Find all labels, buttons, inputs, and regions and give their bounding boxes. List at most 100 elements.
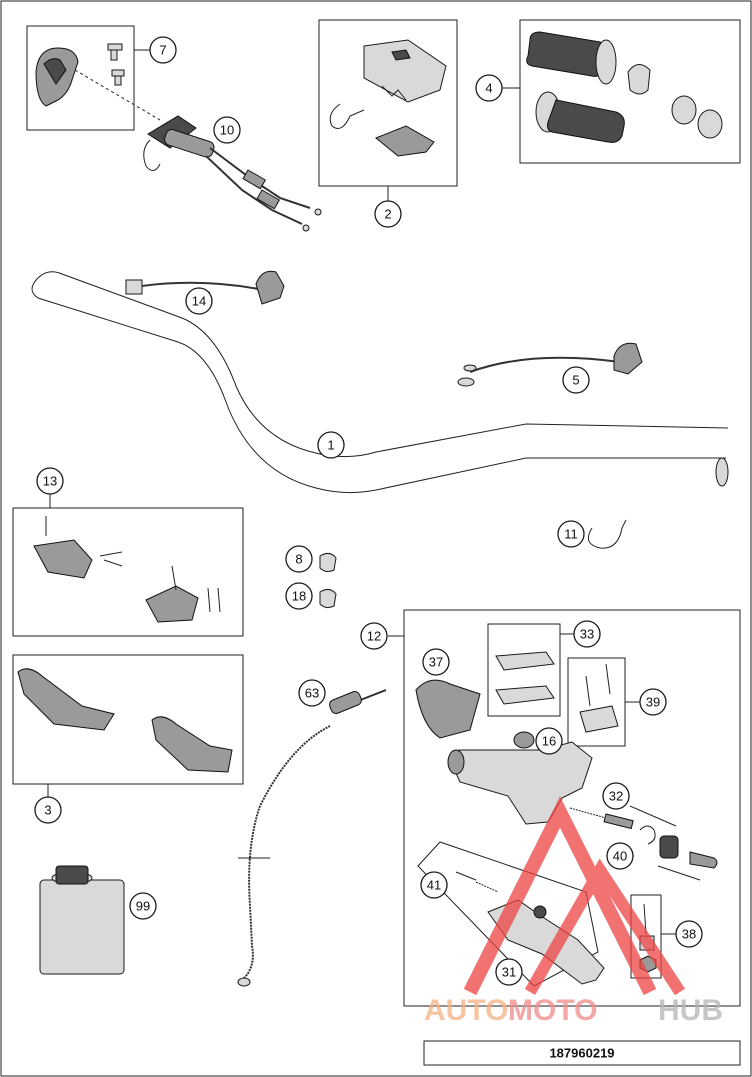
map-switch-wire [469,356,621,373]
callout-14: 14 [185,287,213,315]
handguards-box [12,654,244,785]
kill-switch-body [255,270,285,305]
clip-18-part [319,588,337,609]
callout-2: 2 [374,200,402,228]
diagram-id: 187960219 [549,1046,614,1061]
callout-63: 63 [298,679,326,707]
watermark-word-b: MOTO [508,994,597,1027]
left-grip [526,31,609,77]
throttle-cam [627,64,651,95]
handguard-right [151,716,233,773]
cable-adjuster-b [256,189,281,210]
callout-13: 13 [36,467,64,495]
boot-40 [659,835,679,859]
callout-39-label: 39 [646,695,660,710]
callout-5-label: 5 [572,373,579,388]
pushrod-40 [689,851,718,869]
callout-16: 16 [535,727,563,755]
callout-16-label: 16 [542,734,556,749]
callout-31: 31 [495,958,523,986]
spring-41 [475,881,499,893]
lever-adjuster [533,905,547,919]
spring-32 [569,807,607,819]
clamps-box [12,507,244,637]
clamp-bolts-box [567,657,626,747]
clamps-group [12,493,244,637]
throttle-housing-box [26,25,135,131]
callout-2-label: 2 [384,207,391,222]
clamp-pins [99,551,123,567]
clamp-bolt-39b [605,663,611,695]
callout-11-label: 11 [564,527,578,542]
cable-tie-part [329,103,365,129]
callout-99-label: 99 [136,899,150,914]
throttle-assembly [143,115,322,232]
callout-11: 11 [557,520,585,548]
throttle-housing-group [26,25,161,131]
grip-ring-a [671,95,697,125]
callout-1-label: 1 [327,438,334,453]
clip-8-part [319,552,337,573]
leader-line-40 [657,865,701,881]
handlebar-end [715,457,729,487]
watermark-triangle-inner [524,858,686,996]
clamp-right-part [145,585,199,623]
grip-ring-b [697,109,723,139]
cap-16-part [513,731,535,749]
brake-assembly-box [403,609,741,1007]
callout-32: 32 [602,782,630,810]
callout-33-label: 33 [580,627,594,642]
screw-shank-2 [114,75,122,86]
watermark-word-a: AUTO [424,994,508,1027]
callout-18-label: 18 [292,589,306,604]
reservoir-cap-part [495,651,555,671]
throttle-strap [143,139,161,171]
callout-41: 41 [420,871,448,899]
clutch-cable-adjuster [329,691,362,714]
callout-38: 38 [675,920,703,948]
callout-8-label: 8 [295,552,302,567]
clamp-bolt-b [171,565,177,591]
bottle-body [39,879,125,975]
diagram-id-box [423,1040,741,1066]
clutch-cable-group [237,689,387,987]
callout-7: 7 [149,36,177,64]
callout-18: 18 [285,582,313,610]
watermark-word-c: HUB [658,994,723,1027]
circlip-40 [639,825,656,845]
grips-box [519,19,741,164]
lever-guard-part [415,679,481,739]
handlebar-group [31,271,729,494]
kill-switch-group [125,270,285,305]
callout-4: 4 [475,74,503,102]
watermark: AUTO MOTO HUB [424,796,723,1027]
cover-clip [381,85,407,101]
screw-shank [110,49,118,61]
reservoir-cap-box [487,623,561,717]
cable-end-b [302,224,310,232]
handguards-group [12,654,244,798]
callout-3-label: 3 [44,803,51,818]
callout-99: 99 [129,892,157,920]
kill-switch-wire [141,281,265,291]
small-clips-group [319,552,337,609]
clutch-cable-sheath [241,725,331,981]
throttle-cable-b [205,155,303,225]
callout-10: 10 [213,116,241,144]
cover-bracket [375,125,435,157]
callout-14-label: 14 [192,294,206,309]
wire-terminal-a [457,377,475,387]
callout-7-label: 7 [159,43,166,58]
brake-fluid-bottle [39,865,125,975]
throttle-housing-detail [43,58,67,85]
assembly-dash-line [74,69,161,121]
piston-32 [603,813,634,830]
callout-40: 40 [606,842,634,870]
callout-1: 1 [317,431,345,459]
callout-8: 8 [285,545,313,573]
bottle-cap [55,865,89,885]
clamp-left-part [33,539,93,579]
